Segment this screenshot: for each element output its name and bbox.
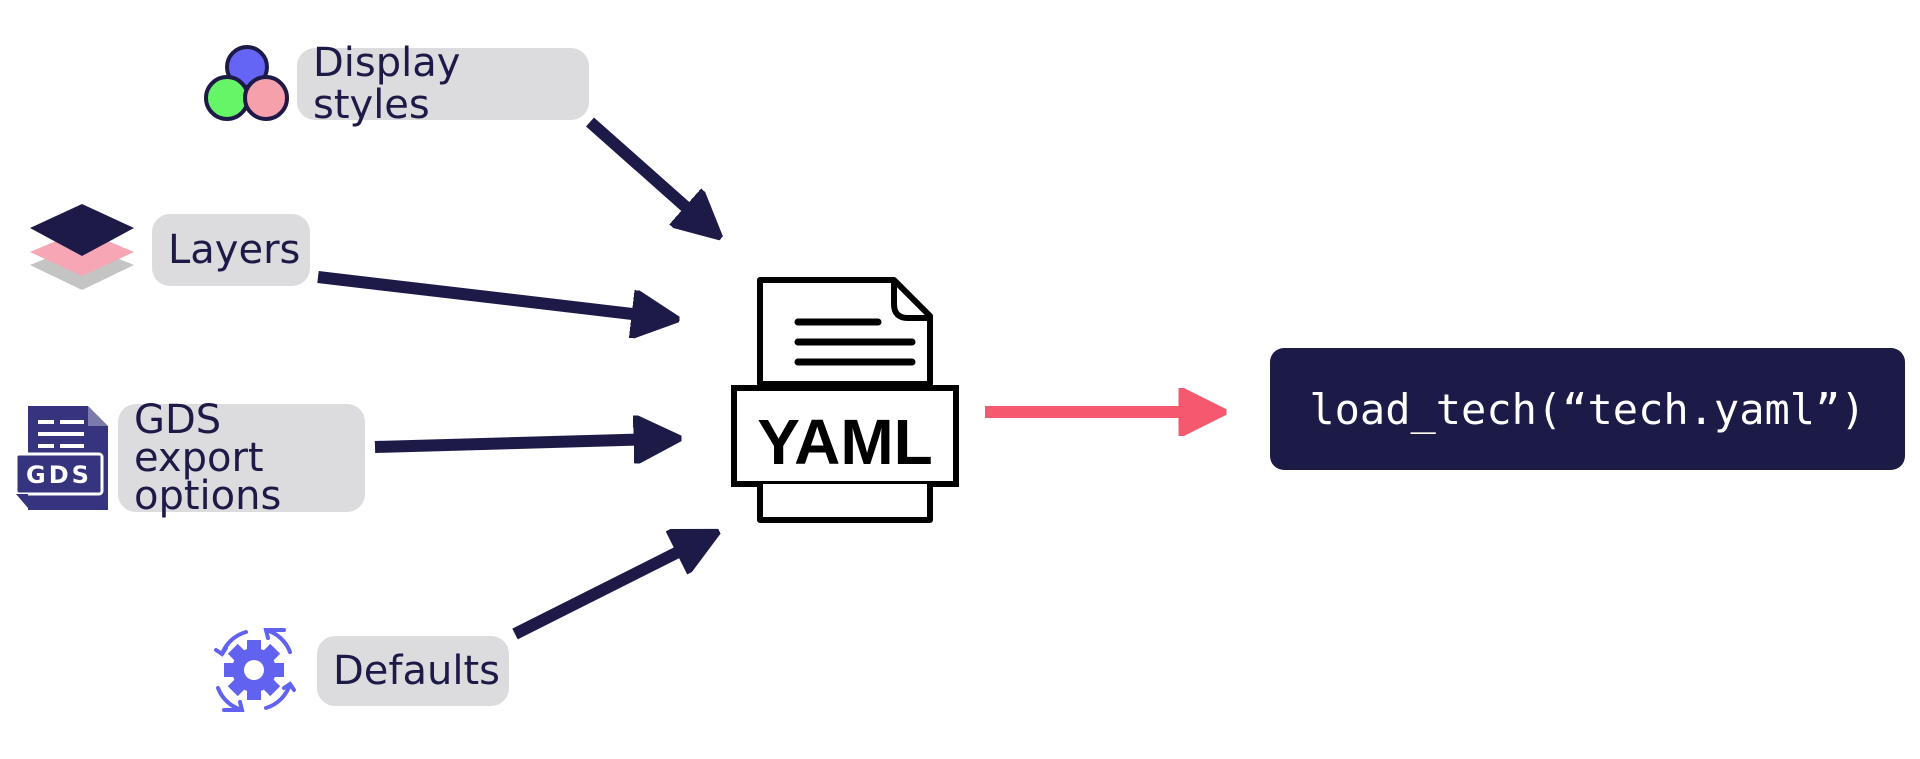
arrow-layers <box>317 271 658 317</box>
venn-circles-icon <box>204 45 289 121</box>
arrow-defaults <box>512 541 700 640</box>
load-tech-code: load_tech(“tech.yaml”) <box>1309 384 1866 434</box>
load-tech-code-box: load_tech(“tech.yaml”) <box>1270 348 1905 470</box>
arrow-display-styles <box>586 117 705 224</box>
stacked-layers-icon <box>30 204 134 290</box>
gds-export-options-label: GDS export options <box>118 397 365 519</box>
gds-file-icon: GDS <box>14 406 108 510</box>
gds-label-line2: options <box>134 473 282 519</box>
gear-cycle-icon <box>214 628 296 712</box>
layers-label: Layers <box>152 214 310 286</box>
yaml-label: YAML <box>757 406 932 478</box>
arrow-gds <box>374 439 660 447</box>
layers-text: Layers <box>168 227 301 273</box>
gds-label-line1: GDS export <box>134 397 264 481</box>
gds-icon-text: GDS <box>26 461 92 489</box>
yaml-file-icon: YAML <box>731 277 959 523</box>
defaults-text: Defaults <box>333 648 500 694</box>
display-styles-text: Display styles <box>313 40 461 128</box>
display-styles-label: Display styles <box>297 42 589 126</box>
defaults-label: Defaults <box>317 636 509 706</box>
